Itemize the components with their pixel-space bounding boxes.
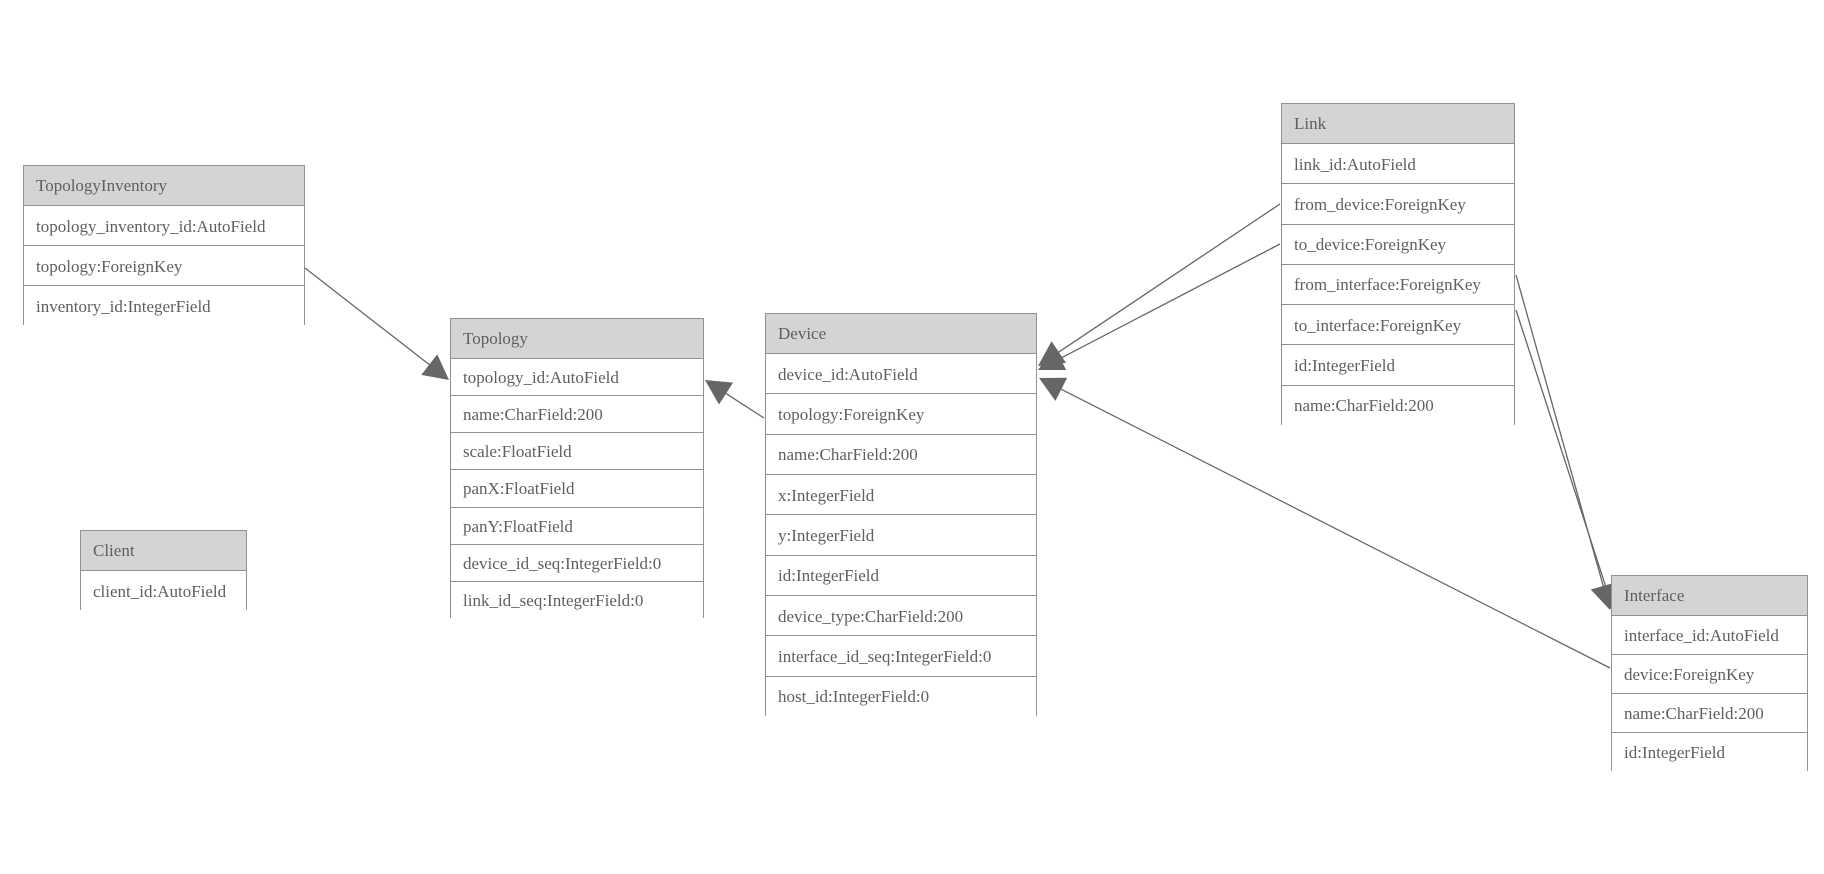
entity-field-row: device_id:AutoField (766, 354, 1036, 395)
entity-field-row: topology_id:AutoField (451, 359, 703, 397)
rel-device-topology[interactable] (705, 380, 765, 419)
relationship-arrowhead (1038, 346, 1067, 370)
entity-field-row: x:IntegerField (766, 474, 1036, 516)
entity-field-row: from_device:ForeignKey (1282, 184, 1514, 225)
entity-field-row: inventory_id:IntegerField (24, 286, 304, 326)
entity-field-row: name:CharField:200 (766, 434, 1036, 475)
entity-title-client: Client (81, 531, 246, 571)
entity-field-row: name:CharField:200 (451, 396, 703, 434)
relationship-arrowhead (705, 380, 734, 405)
entity-field-row: name:CharField:200 (1612, 694, 1807, 733)
rel-link-to-interface[interactable] (1515, 309, 1619, 612)
entity-field-row: device_type:CharField:200 (766, 595, 1036, 637)
entity-field-row: device_id_seq:IntegerField:0 (451, 544, 703, 582)
entity-field-row: interface_id_seq:IntegerField:0 (766, 636, 1036, 677)
relationship-line (1050, 243, 1281, 365)
relationship-line (1051, 383, 1611, 669)
entity-field-row: topology_inventory_id:AutoField (24, 206, 304, 246)
relationship-line (716, 387, 765, 419)
relationship-line (1515, 309, 1611, 599)
relationship-line (1049, 203, 1281, 359)
entity-field-row: id:IntegerField (1282, 345, 1514, 386)
entity-field-row: host_id:IntegerField:0 (766, 676, 1036, 717)
entity-field-row: device:ForeignKey (1612, 655, 1807, 694)
entity-field-row: id:IntegerField (766, 555, 1036, 596)
entity-field-row: scale:FloatField (451, 433, 703, 471)
rel-link-from-device[interactable] (1038, 203, 1281, 366)
entity-field-row: link_id_seq:IntegerField:0 (451, 581, 703, 619)
entity-title-topology_inventory: TopologyInventory (24, 166, 304, 206)
rel-topologyinventory-topology[interactable] (304, 267, 449, 380)
entity-field-row: to_device:ForeignKey (1282, 224, 1514, 265)
entity-title-link: Link (1282, 104, 1514, 144)
relationship-arrowhead (421, 354, 449, 380)
entity-field-row: name:CharField:200 (1282, 385, 1514, 426)
entity-title-topology: Topology (451, 319, 703, 359)
entity-title-device: Device (766, 314, 1036, 354)
relationship-line (1515, 274, 1607, 597)
entity-field-row: client_id:AutoField (81, 571, 246, 611)
entity-field-row: y:IntegerField (766, 515, 1036, 556)
entity-field-row: interface_id:AutoField (1612, 616, 1807, 655)
relationship-arrowhead (1039, 377, 1068, 401)
entity-field-row: topology:ForeignKey (24, 246, 304, 286)
rel-link-to-device[interactable] (1038, 243, 1281, 370)
relationship-line (304, 267, 439, 372)
entity-field-row: id:IntegerField (1612, 733, 1807, 772)
rel-link-from-interface[interactable] (1515, 274, 1616, 610)
entity-field-row: link_id:AutoField (1282, 144, 1514, 185)
relationship-arrowhead (1038, 341, 1067, 366)
entity-field-row: panY:FloatField (451, 507, 703, 545)
entity-title-interface: Interface (1612, 576, 1807, 616)
entity-field-row: panX:FloatField (451, 470, 703, 508)
entity-field-row: from_interface:ForeignKey (1282, 264, 1514, 306)
entity-field-row: topology:ForeignKey (766, 394, 1036, 435)
entity-field-row: to_interface:ForeignKey (1282, 305, 1514, 346)
